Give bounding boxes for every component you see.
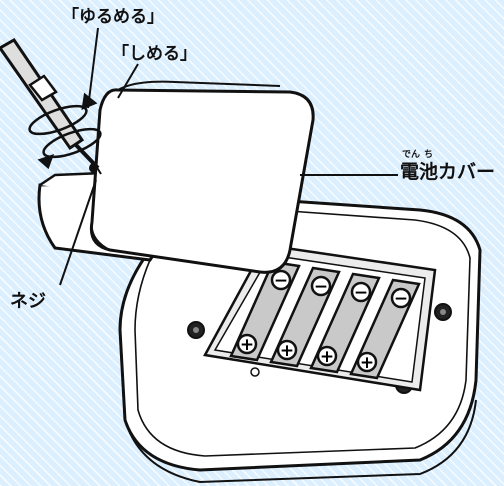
battery: −+: [229, 260, 301, 362]
plus-terminal: [316, 345, 338, 367]
plus-terminal: [236, 333, 258, 355]
minus-terminal: [350, 281, 372, 303]
battery-cover-text: 電池カバー: [400, 161, 496, 183]
plus-terminal-sign: +: [320, 347, 334, 367]
plus-terminal-sign: +: [240, 335, 254, 355]
battery: −+: [309, 272, 381, 374]
minus-terminal: [310, 275, 332, 297]
minus-terminal-sign: −: [314, 277, 328, 297]
minus-terminal-sign: −: [394, 289, 408, 309]
label-screw: ネジ: [10, 291, 46, 312]
label-tighten: 「しめる」: [112, 44, 197, 64]
ruby-chi: ち: [424, 150, 434, 160]
leader-lines: [59, 27, 398, 286]
minus-terminal-sign: −: [274, 271, 288, 291]
label-battery-cover: でん ち 電池カバー: [400, 151, 496, 183]
plus-terminal: [356, 351, 378, 373]
minus-terminal: [390, 287, 412, 309]
plus-terminal-sign: +: [280, 341, 294, 361]
plus-terminal-sign: +: [360, 353, 374, 373]
battery: −+: [269, 266, 341, 368]
battery-cover: [89, 80, 315, 274]
minus-terminal-sign: −: [354, 283, 368, 303]
minus-terminal: [270, 269, 292, 291]
label-loosen: 「ゆるめる」: [62, 7, 164, 27]
ruby-den: でん: [402, 150, 421, 160]
batteries: −+−+−+−+: [229, 260, 421, 380]
plus-terminal: [276, 339, 298, 361]
battery: −+: [349, 278, 421, 380]
